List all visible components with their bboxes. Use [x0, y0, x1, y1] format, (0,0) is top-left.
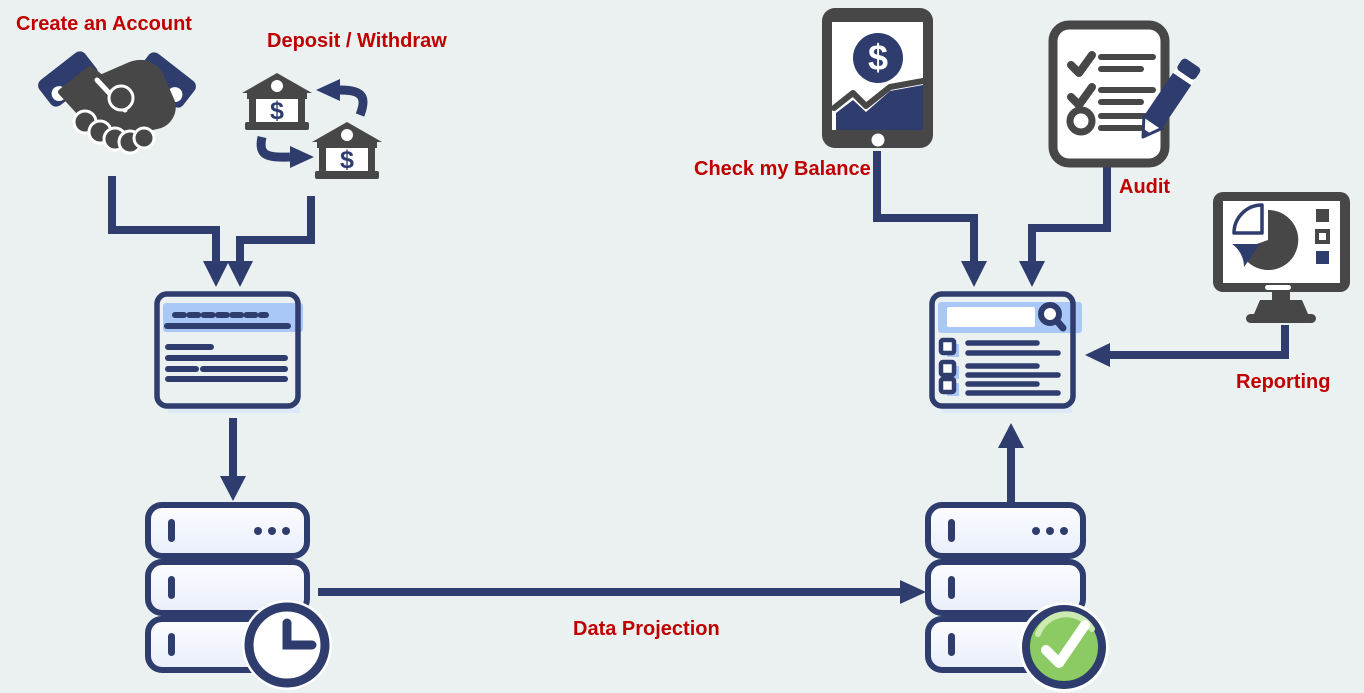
home-button[interactable]	[871, 133, 885, 147]
legend-square	[1316, 251, 1329, 264]
arrow-data-projection	[318, 580, 926, 604]
db-slab	[145, 502, 310, 559]
db-led	[948, 633, 955, 656]
browser-form-icon	[154, 291, 303, 413]
database-clock-icon	[145, 502, 332, 690]
arrow-balance-to-view	[873, 151, 987, 287]
database-check-icon	[925, 502, 1109, 692]
area-chart-icon	[831, 78, 926, 130]
monitor-chin-slot	[1265, 285, 1291, 290]
db-slab	[925, 502, 1086, 559]
arrow-deposit-to-form	[227, 196, 315, 287]
handshake-thumb	[107, 84, 135, 112]
window-border	[154, 291, 301, 409]
legend-square	[1316, 209, 1329, 222]
result-checkbox[interactable]	[938, 359, 957, 378]
legend-square	[1315, 229, 1330, 244]
audit-checklist-icon	[1048, 20, 1201, 168]
db-slab	[925, 559, 1086, 616]
clock-icon	[242, 600, 332, 690]
check-tick	[1041, 620, 1090, 668]
db-led	[948, 576, 955, 599]
result-checkbox[interactable]	[938, 376, 957, 395]
window-shadow	[168, 407, 300, 413]
search-icon[interactable]	[1038, 302, 1067, 332]
pie-chart-icon	[1232, 203, 1299, 270]
arrow-create-to-form	[108, 176, 229, 287]
label-check-balance: Check my Balance	[694, 158, 871, 180]
handshake-finger	[132, 126, 156, 150]
db-dot	[268, 527, 276, 535]
withdraw-arrow	[316, 79, 368, 117]
arrow-reporting-to-view	[1085, 325, 1289, 367]
check-item	[1067, 83, 1096, 109]
db-led	[168, 633, 175, 656]
monitor-neck	[1272, 292, 1290, 301]
label-audit: Audit	[1119, 176, 1171, 198]
label-reporting: Reporting	[1236, 371, 1331, 393]
window-border	[929, 291, 1076, 409]
deposit-arrow	[256, 136, 314, 168]
pencil-icon	[1141, 58, 1201, 139]
browser-search-icon	[929, 291, 1082, 413]
db-dot	[1032, 527, 1040, 535]
arrow-form-to-eventstore	[220, 418, 246, 501]
db-dot	[1046, 527, 1054, 535]
clock-hands	[282, 618, 317, 650]
label-data-projection: Data Projection	[573, 618, 720, 640]
monitor-stand	[1254, 300, 1308, 314]
radio-item	[1066, 106, 1096, 136]
db-dot	[282, 527, 290, 535]
result-checkbox[interactable]	[938, 337, 957, 356]
handshake-icon	[38, 51, 196, 155]
search-input[interactable]	[947, 307, 1035, 327]
db-dot	[1060, 527, 1068, 535]
label-deposit-withdraw: Deposit / Withdraw	[267, 30, 447, 52]
monitor-base	[1246, 314, 1316, 323]
db-led	[168, 519, 175, 542]
window-shadow	[942, 407, 1072, 413]
tablet-balance-icon: $	[822, 8, 933, 148]
arrow-audit-to-view	[1019, 166, 1111, 287]
label-create-account: Create an Account	[16, 13, 192, 35]
bank-transfer-icon	[242, 73, 382, 179]
reporting-monitor-icon	[1213, 192, 1350, 323]
checkmark-icon	[1019, 602, 1109, 692]
dollar-icon	[853, 33, 903, 83]
check-item	[1067, 51, 1096, 77]
db-dot	[254, 527, 262, 535]
dollar-glyph: $	[868, 37, 888, 78]
db-slab	[145, 559, 310, 616]
arrow-readstore-to-view	[998, 423, 1024, 506]
db-led	[948, 519, 955, 542]
db-led	[168, 576, 175, 599]
